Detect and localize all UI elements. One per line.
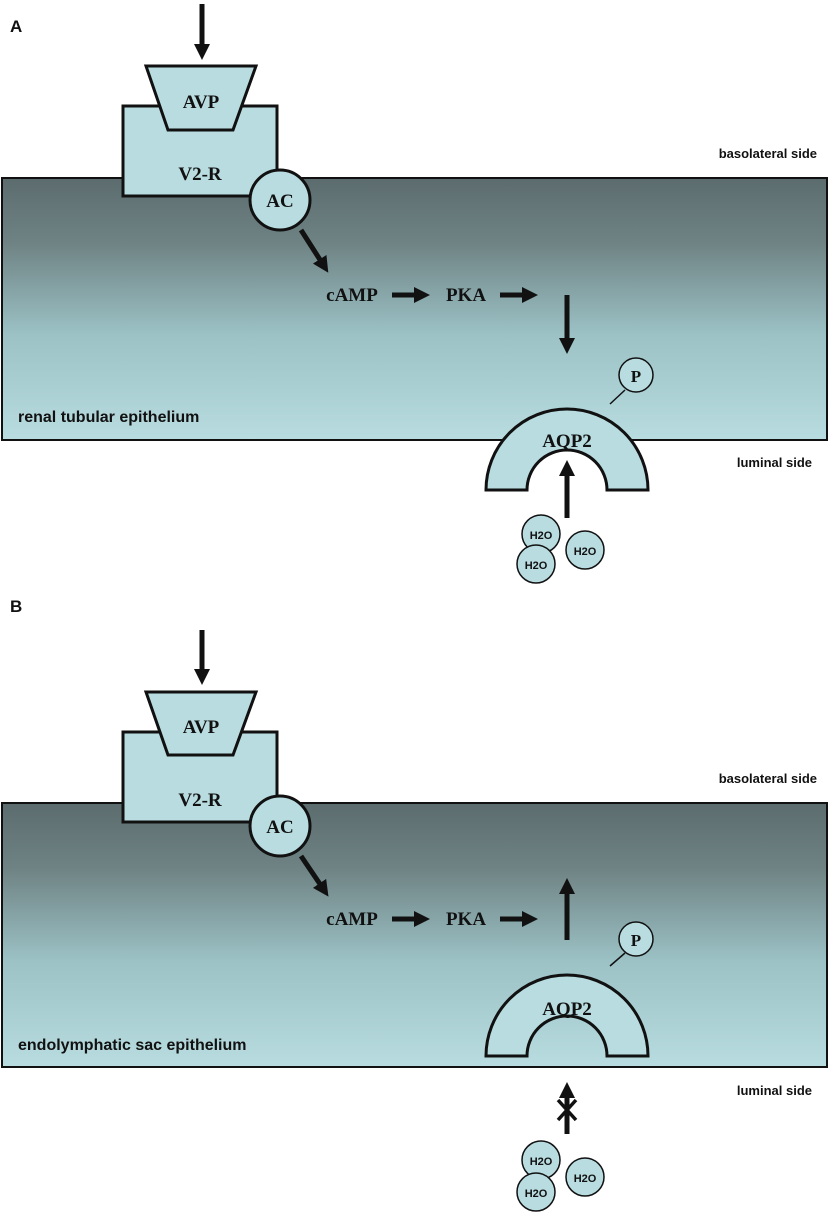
water-label: H2O (530, 1156, 553, 1168)
ac-label: AC (266, 817, 293, 838)
aqp2-channel (484, 407, 650, 492)
panel-a: A AVP V2-R AC cAMP PKA AQP2 P H2O (1, 4, 828, 584)
water-label: H2O (525, 1188, 548, 1200)
arrow-ac-camp (298, 228, 329, 273)
block-cross-icon (556, 1098, 578, 1122)
basolateral-label: basolateral side (719, 146, 817, 161)
basolateral-label: basolateral side (719, 771, 817, 786)
water-label: H2O (574, 1173, 597, 1185)
aqp2-channel (484, 973, 650, 1058)
water-label: H2O (574, 546, 597, 558)
panel-letter: A (10, 17, 22, 36)
epithelium-label: endolymphatic sac epithelium (18, 1037, 247, 1054)
avp-label: AVP (183, 92, 220, 113)
water-label: H2O (530, 530, 553, 542)
phospho-link (609, 389, 626, 405)
adenylyl-cyclase (248, 168, 312, 232)
avp-ligand (143, 690, 259, 757)
ac-label: AC (266, 191, 293, 212)
epithelium-label: renal tubular epithelium (18, 409, 199, 426)
pka-label: PKA (446, 909, 486, 930)
water-molecule (516, 544, 556, 584)
panel-b: B AVP V2-R AC cAMP PKA AQP2 P H2O H2O (1, 597, 828, 1212)
camp-label: cAMP (326, 909, 378, 930)
epithelium-cell (1, 177, 828, 441)
aqp2-label: AQP2 (542, 431, 592, 452)
phospho-label: P (631, 931, 641, 950)
receptor-label: V2-R (178, 790, 222, 811)
epithelium-cell (1, 802, 828, 1068)
phospho-group (618, 357, 654, 393)
phospho-link (609, 952, 626, 967)
water-molecule (516, 1172, 556, 1212)
water-label: H2O (525, 560, 548, 572)
luminal-label: luminal side (737, 1083, 812, 1098)
phospho-label: P (631, 367, 641, 386)
arrow-ac-camp (298, 854, 329, 897)
phospho-group (618, 921, 654, 957)
aqp2-label: AQP2 (542, 999, 592, 1020)
receptor-label: V2-R (178, 164, 222, 185)
adenylyl-cyclase (248, 794, 312, 858)
panel-letter: B (10, 597, 22, 616)
water-molecule (565, 1157, 605, 1197)
camp-label: cAMP (326, 285, 378, 306)
avp-ligand (143, 64, 259, 132)
pka-label: PKA (446, 285, 486, 306)
water-molecule (565, 530, 605, 570)
luminal-label: luminal side (737, 455, 812, 470)
avp-label: AVP (183, 717, 220, 738)
